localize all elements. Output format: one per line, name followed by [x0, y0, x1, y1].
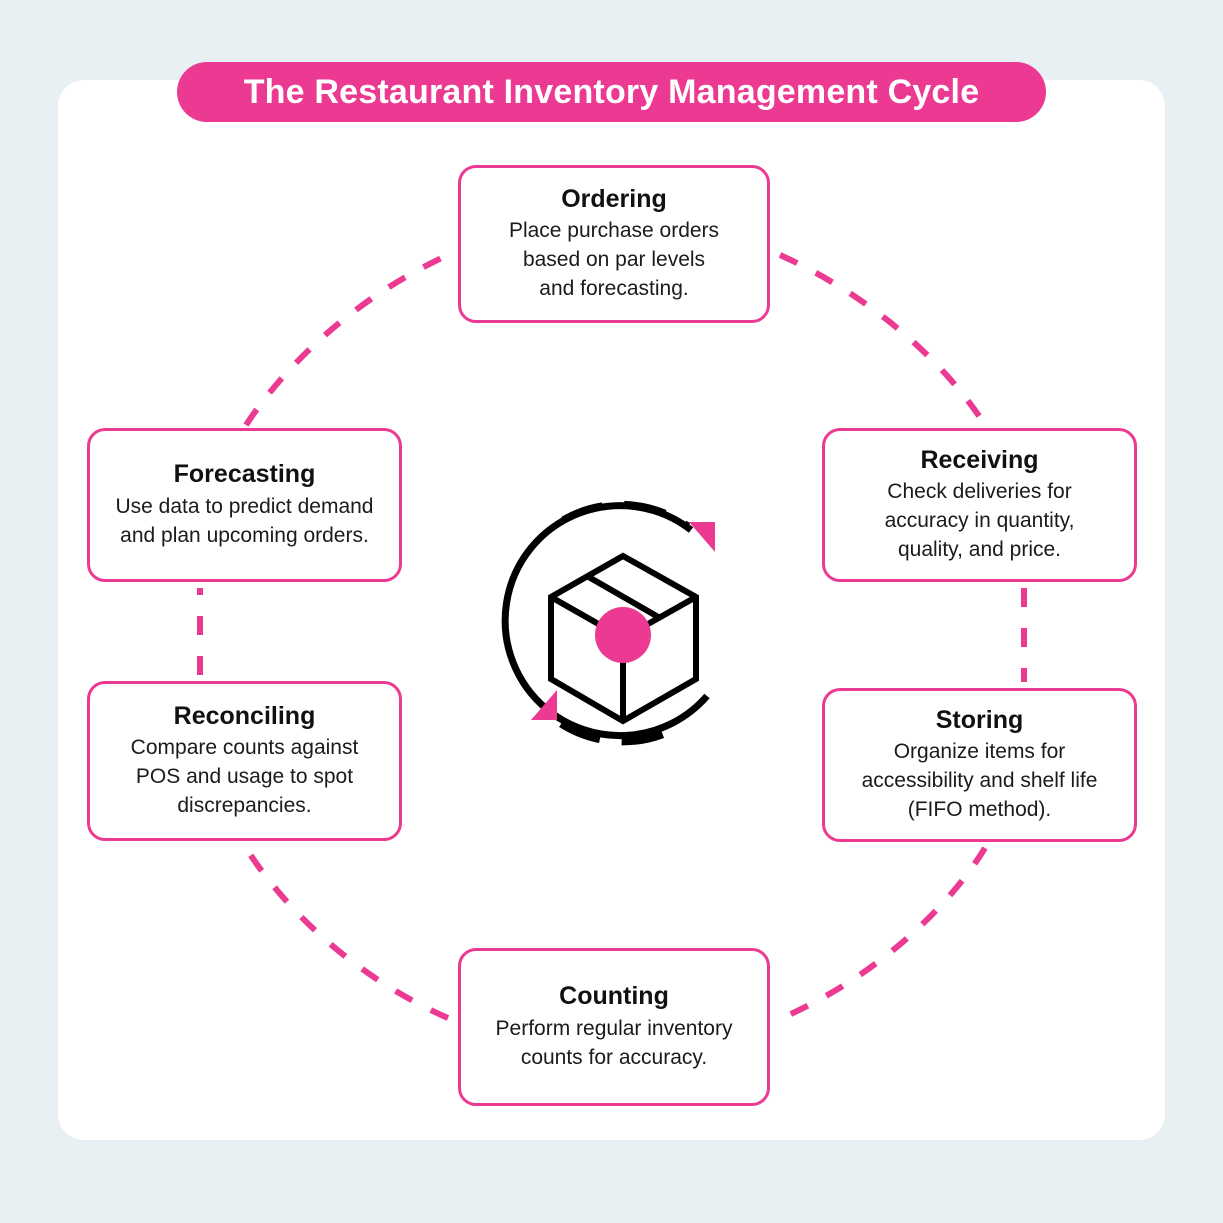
page-title: The Restaurant Inventory Management Cycl…	[243, 72, 980, 111]
stage-title-storing: Storing	[935, 705, 1024, 734]
stage-description-ordering: Place purchase orders based on par level…	[508, 219, 720, 301]
inventory-cube-cycle-icon	[501, 500, 715, 746]
stage-title-ordering: Ordering	[561, 184, 667, 213]
cube-center-dot	[595, 607, 651, 663]
stage-card-storing[interactable]: Storing Organize items for accessibility…	[822, 688, 1137, 842]
page-title-pill: The Restaurant Inventory Management Cycl…	[177, 62, 1046, 122]
stage-title-counting: Counting	[559, 982, 669, 1011]
stage-description-receiving: Check deliveries for accuracy in quantit…	[884, 480, 1075, 562]
stage-description-counting: Perform regular inventory counts for acc…	[495, 1016, 733, 1069]
stage-description-reconciling: Compare counts against POS and usage to …	[130, 736, 359, 818]
stage-card-counting[interactable]: Counting Perform regular inventory count…	[458, 948, 770, 1106]
arrow-head-bottom-left	[531, 690, 557, 720]
stage-title-reconciling: Reconciling	[173, 701, 316, 730]
stage-title-receiving: Receiving	[920, 445, 1039, 474]
stage-card-forecasting[interactable]: Forecasting Use data to predict demand a…	[87, 428, 402, 582]
arrow-head-top-right	[689, 522, 715, 552]
stage-card-reconciling[interactable]: Reconciling Compare counts against POS a…	[87, 681, 402, 841]
stage-description-storing: Organize items for accessibility and she…	[861, 740, 1098, 822]
stage-title-forecasting: Forecasting	[173, 460, 316, 489]
stage-card-ordering[interactable]: Ordering Place purchase orders based on …	[458, 165, 770, 323]
stage-description-forecasting: Use data to predict demand and plan upco…	[115, 494, 374, 547]
stage-card-receiving[interactable]: Receiving Check deliveries for accuracy …	[822, 428, 1137, 582]
